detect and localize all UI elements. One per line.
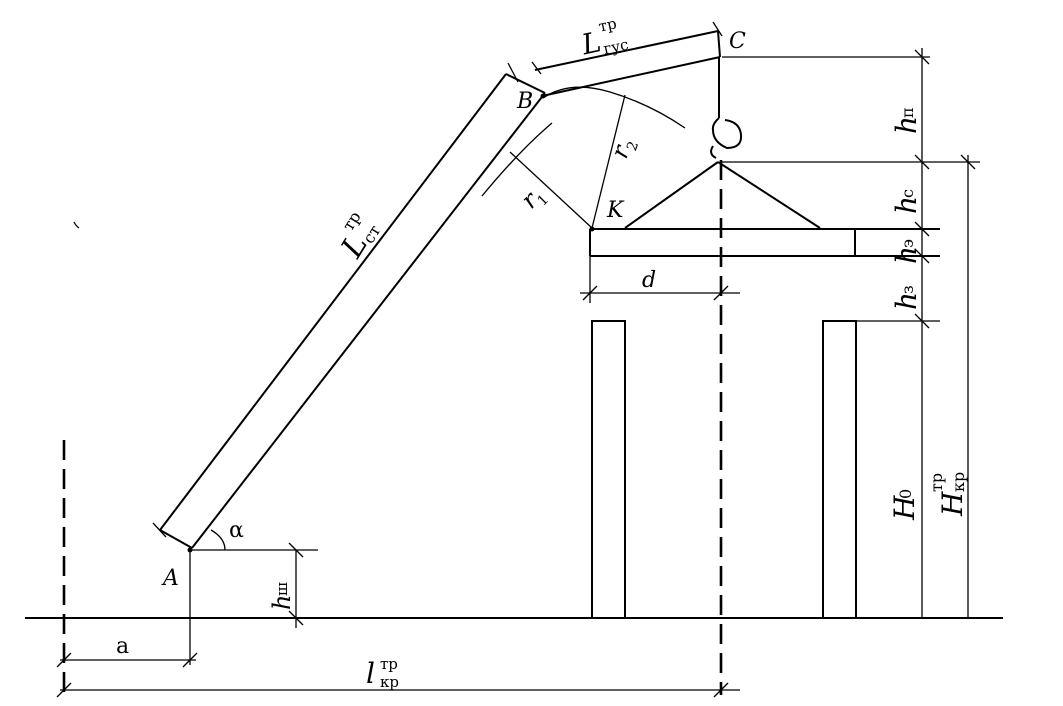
label-point-a: A — [161, 566, 179, 591]
bottom-dimensions — [56, 652, 740, 698]
point-k-dot — [589, 226, 595, 232]
label-hinge-height: h — [268, 595, 296, 610]
label-offset-a: a — [116, 634, 129, 659]
radius-2-line — [591, 94, 626, 229]
label-crane-height: H — [936, 491, 969, 517]
label-jib-length-sub: гус — [602, 35, 630, 58]
column-right — [822, 320, 857, 619]
hook — [710, 57, 743, 159]
label-mount-height: H — [888, 495, 921, 521]
label-jib-length-sup: тр — [597, 14, 618, 35]
label-h-clearance-sub: з — [898, 285, 917, 294]
label-crane-reach-sub: кр — [380, 673, 399, 691]
point-b-dot — [540, 93, 546, 99]
label-crane-height-sup: тр — [927, 473, 946, 492]
label-crane-reach: l — [366, 657, 375, 690]
sling-right — [717, 161, 821, 229]
label-mount-height-sub: 0 — [896, 489, 915, 499]
label-distance-d: d — [642, 268, 656, 293]
label-crane-height-sub: кр — [949, 472, 968, 492]
label-point-c: C — [729, 29, 746, 54]
label-point-k: K — [606, 198, 625, 223]
sling-left — [624, 161, 719, 229]
label-h-hook-sub: п — [898, 107, 917, 118]
label-h-load: h — [890, 246, 923, 264]
radius-1-line — [509, 151, 593, 229]
label-h-sling-sub: с — [898, 189, 917, 198]
alpha-arc — [210, 529, 226, 551]
stray-mark — [73, 221, 80, 229]
jib — [531, 21, 723, 97]
label-h-load-sub: э — [898, 239, 917, 248]
arc-upper — [542, 86, 686, 129]
d-dimension — [580, 256, 740, 303]
column-left — [591, 320, 626, 619]
boom — [152, 62, 546, 549]
point-a-dot — [187, 547, 193, 553]
label-hinge-height-sub: ш — [273, 582, 291, 596]
right-dimensions — [722, 48, 980, 618]
arc-lower — [481, 122, 553, 197]
label-h-clearance: h — [890, 292, 923, 310]
label-crane-reach-sup: тр — [380, 655, 398, 673]
load-beam — [589, 228, 940, 257]
label-angle-alpha: α — [229, 518, 244, 543]
label-h-hook: h — [890, 116, 923, 134]
label-point-b: B — [516, 89, 533, 114]
hinge-height-dimension — [189, 542, 318, 665]
label-h-sling: h — [890, 196, 923, 214]
label-boom-length-sup: тр — [338, 208, 364, 234]
